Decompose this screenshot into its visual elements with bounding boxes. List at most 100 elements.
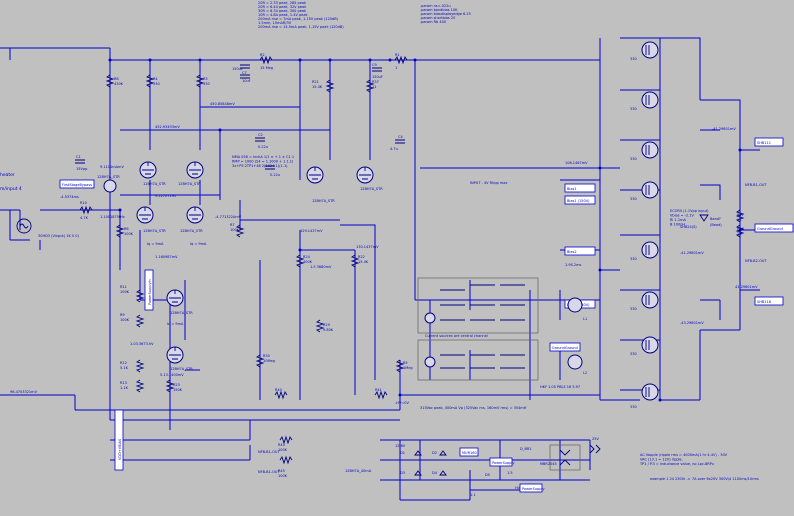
tube-label: 12BH7A_STR bbox=[170, 367, 193, 371]
flag-text: PowerSupply bbox=[522, 487, 545, 491]
heater-voltage: 12.6V bbox=[395, 444, 406, 448]
resistor-ref: R13 bbox=[120, 381, 127, 385]
flag-first-stage: FirstStageBypass bbox=[59, 179, 95, 189]
capacitor-ref: C4 bbox=[398, 135, 403, 139]
mosfet-value: 330 bbox=[630, 405, 637, 409]
flag-text: SHB118 bbox=[757, 300, 771, 304]
psu-label: D_BR1 bbox=[520, 447, 532, 451]
resistor-value: 4.7K bbox=[80, 216, 89, 220]
param: .param ns=.022u bbox=[420, 4, 451, 8]
capacitor-value: 0.22u bbox=[270, 173, 280, 177]
flag-text: SHB111 bbox=[757, 141, 771, 145]
flag-shb1: SHB111 bbox=[754, 137, 784, 147]
resistor-value: 5.1K bbox=[120, 366, 129, 370]
param: .param biasdisplayedge 6.25 bbox=[420, 12, 471, 16]
bridge-diodes bbox=[559, 449, 571, 466]
capacitor-value: 150uF bbox=[372, 75, 383, 79]
flag-bias1-box: Bias1 (150V) bbox=[564, 195, 596, 205]
input-source-label: 30HD3 (Vinput) 1K 0 0) bbox=[38, 234, 79, 238]
tube-label: 12BH7A_STR bbox=[143, 182, 166, 186]
psu-current-sources: L1 L2 bbox=[417, 277, 587, 381]
resistor-ref: R3 bbox=[203, 77, 208, 81]
resistor: R41 bbox=[374, 388, 388, 400]
flag-out-b1: NFB-B1-OUT bbox=[258, 450, 280, 454]
psu-label: D3 bbox=[400, 471, 405, 475]
resistor-value: 330 bbox=[153, 82, 160, 86]
flag-gnd2: GroundGround bbox=[549, 342, 581, 352]
sine-glyph bbox=[19, 223, 29, 229]
tube-label: 12BH7A_STR bbox=[143, 229, 166, 233]
input-section: heater m/input 4 30HD3 (Vinput) 1K 0 0) … bbox=[0, 172, 79, 394]
resistor-ref: R24 bbox=[303, 255, 311, 259]
capacitor-value: 150uF bbox=[232, 67, 243, 71]
tube-label: 12BH7A_STR bbox=[360, 187, 383, 191]
resistor-value: 2K bbox=[737, 232, 742, 236]
resistor-ref: R21 bbox=[312, 80, 319, 84]
resistor-ref: R41 bbox=[375, 388, 382, 392]
voltage-25: 25V bbox=[592, 437, 599, 441]
tube-t4: 12BH7A_STR Iq = 9mA bbox=[180, 206, 207, 246]
capacitor-value: 10uF bbox=[242, 79, 251, 83]
flag-text: Bias2 bbox=[567, 250, 577, 254]
resistor-ref: R44 bbox=[278, 443, 286, 447]
junction-node bbox=[413, 58, 417, 62]
node-voltage: 9.227071Hz bbox=[155, 194, 176, 198]
diode-array bbox=[414, 450, 447, 476]
psu-label: L1 bbox=[583, 317, 587, 321]
tube-label: 12BH7A_STR bbox=[170, 311, 193, 315]
sim-note: 200mA rise = 14.5mA peak, 1.15V peak (12… bbox=[258, 25, 344, 29]
param-directives: .param ns=.022u .param bandbias 10K .par… bbox=[420, 4, 471, 24]
mosfet: 330 bbox=[630, 91, 659, 111]
resistor-value: 100K bbox=[120, 318, 130, 322]
capacitor: 150uF bbox=[232, 64, 250, 71]
junction-nodes bbox=[108, 58, 742, 402]
resistor-ref: R16 bbox=[737, 227, 744, 231]
mosfet: 330 bbox=[630, 41, 659, 61]
tubes: 12BH7A_STR 12BH7A_STR 12BH7A_STR Iq = 9m… bbox=[97, 161, 383, 371]
tube-t2: 12BH7A_STR bbox=[178, 161, 204, 186]
resistor-ref: R23 bbox=[173, 383, 180, 387]
flag-ps2: PowerSupply bbox=[519, 483, 545, 493]
heater-psu: D1 D2 D3 D4 MUR160 MBR2045 D_BR1 D5 1.1 bbox=[400, 444, 601, 497]
mosfet: 330 bbox=[630, 241, 659, 261]
node-voltage: 108.1467mV bbox=[565, 161, 588, 165]
bottom-note: example 1 24 2300r -> 7A over 6x20V 300V… bbox=[650, 477, 759, 481]
resistor-value: 15.4K bbox=[358, 260, 369, 264]
sim-note: 20R = 6.44 peak, 32V peak bbox=[258, 5, 307, 9]
resistor-ref: R37 bbox=[372, 80, 379, 84]
resistor-ref: R11 bbox=[120, 285, 127, 289]
resistor-value: 1 bbox=[395, 66, 397, 70]
resistor-ref: R29 bbox=[323, 323, 330, 327]
mosfet-value: 330 bbox=[630, 352, 637, 356]
flag-text: NFB-B1-OUT bbox=[745, 183, 767, 187]
current-source-box bbox=[417, 339, 539, 381]
flag-ps1: PowerSupply bbox=[489, 457, 515, 467]
tube-bias: Iq = 9mA bbox=[190, 242, 207, 246]
mosfet: 330 bbox=[630, 291, 659, 311]
resistor-ref: R45 bbox=[278, 469, 285, 473]
psu-label: MBR2045 bbox=[540, 462, 557, 466]
flag-text: NFB-B1-OUT bbox=[258, 470, 280, 474]
junction-node bbox=[148, 58, 152, 62]
transformer-symbol bbox=[589, 444, 601, 454]
flag-text: PowerSupply bbox=[492, 461, 515, 465]
resistor-value: 11 bbox=[372, 85, 376, 89]
resistor-ref: R12 bbox=[120, 361, 127, 365]
tube-label: 12BH7A_STR bbox=[312, 199, 335, 203]
node-voltage: 5.13.1400mV bbox=[160, 373, 184, 377]
resistor-value: 330 bbox=[203, 82, 210, 86]
hv-note: 315Vac peak, 400mA Vp (325Vac ms, 160mV … bbox=[420, 406, 527, 410]
